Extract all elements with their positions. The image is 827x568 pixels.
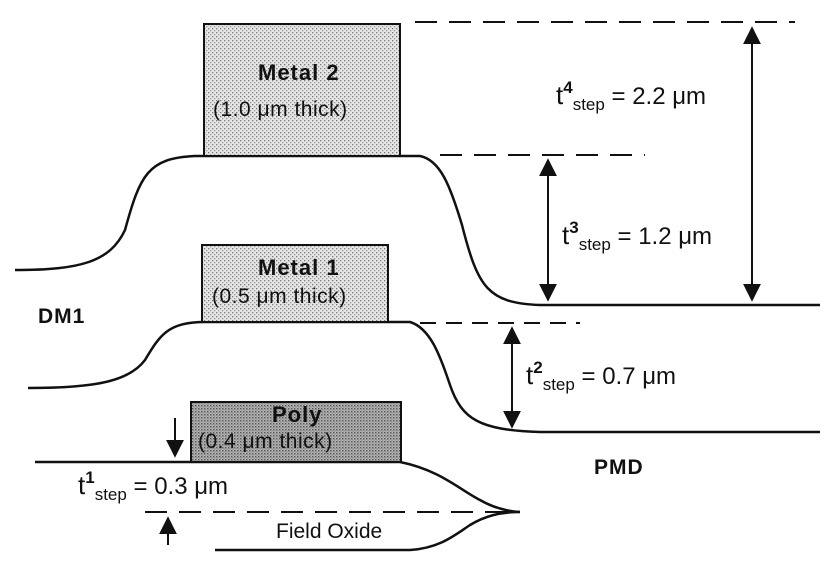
dielectric-top-surface	[14, 154, 820, 307]
t4-superscript: 4	[563, 78, 573, 97]
t1-step-label: t1step = 0.3 μm	[78, 468, 229, 505]
metal1-block	[201, 244, 389, 323]
t3-value: = 1.2 μm	[617, 223, 713, 250]
metal1-title: Metal 1	[258, 255, 340, 280]
t1-symbol: t	[78, 470, 86, 500]
t3-subscript: step	[578, 234, 611, 254]
t4-value: = 2.2 μm	[611, 83, 707, 110]
pmd-surface	[35, 460, 521, 514]
t3-superscript: 3	[569, 218, 579, 237]
t2-superscript: 2	[533, 358, 543, 377]
t4-step-label: t4step = 2.2 μm	[556, 78, 707, 115]
t2-step-label: t2step = 0.7 μm	[526, 358, 677, 395]
poly-thickness: (0.4 μm thick)	[198, 430, 333, 453]
t2-subscript: step	[542, 374, 575, 394]
t4-subscript: step	[572, 94, 605, 114]
t4-symbol: t	[556, 80, 564, 110]
poly-title: Poly	[272, 402, 323, 427]
metal1-thickness: (0.5 μm thick)	[212, 285, 347, 308]
t1-value: = 0.3 μm	[133, 473, 229, 500]
t1-superscript: 1	[85, 468, 95, 487]
dm1-surface	[27, 320, 820, 434]
t3-step-label: t3step = 1.2 μm	[562, 218, 713, 255]
metal2-thickness: (1.0 μm thick)	[213, 98, 348, 121]
t2-symbol: t	[526, 360, 534, 390]
pmd-label: PMD	[594, 456, 644, 479]
t1-subscript: step	[94, 484, 127, 504]
metal2-title: Metal 2	[258, 60, 340, 85]
metal2-block	[203, 23, 401, 157]
field-oxide-label: Field Oxide	[276, 520, 383, 543]
t2-value: = 0.7 μm	[581, 363, 677, 390]
poly-block	[190, 401, 402, 463]
t3-symbol: t	[562, 220, 570, 250]
field-oxide-edge	[215, 510, 521, 552]
dm1-label: DM1	[38, 305, 86, 328]
